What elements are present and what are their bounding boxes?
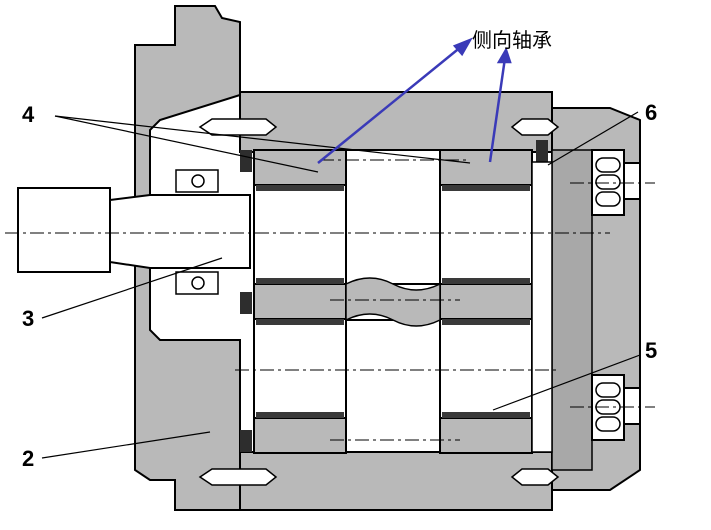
side-bearings [253, 149, 533, 454]
callout-3: 3 [22, 306, 35, 331]
side-bearing-label: 侧向轴承 [472, 28, 552, 52]
side-bearing-arrows [317, 37, 512, 164]
callout-2: 2 [22, 446, 35, 471]
rear-cover-inner [551, 149, 593, 471]
dowel-pins [198, 118, 560, 486]
callout-4: 4 [22, 102, 35, 127]
shaft [109, 194, 251, 269]
leader-lines [41, 111, 641, 459]
bushing-dark-lines [256, 185, 530, 418]
driven-gear [345, 319, 441, 453]
callout-6: 6 [645, 100, 658, 125]
callout-5: 5 [645, 338, 658, 363]
drive-gear [345, 149, 441, 285]
shaft-spline [17, 187, 111, 273]
gear-mesh-break [345, 277, 441, 327]
body-bottom [239, 451, 553, 511]
shaft-seal [175, 169, 219, 295]
bushings [253, 184, 533, 419]
rear-plate [531, 161, 553, 453]
